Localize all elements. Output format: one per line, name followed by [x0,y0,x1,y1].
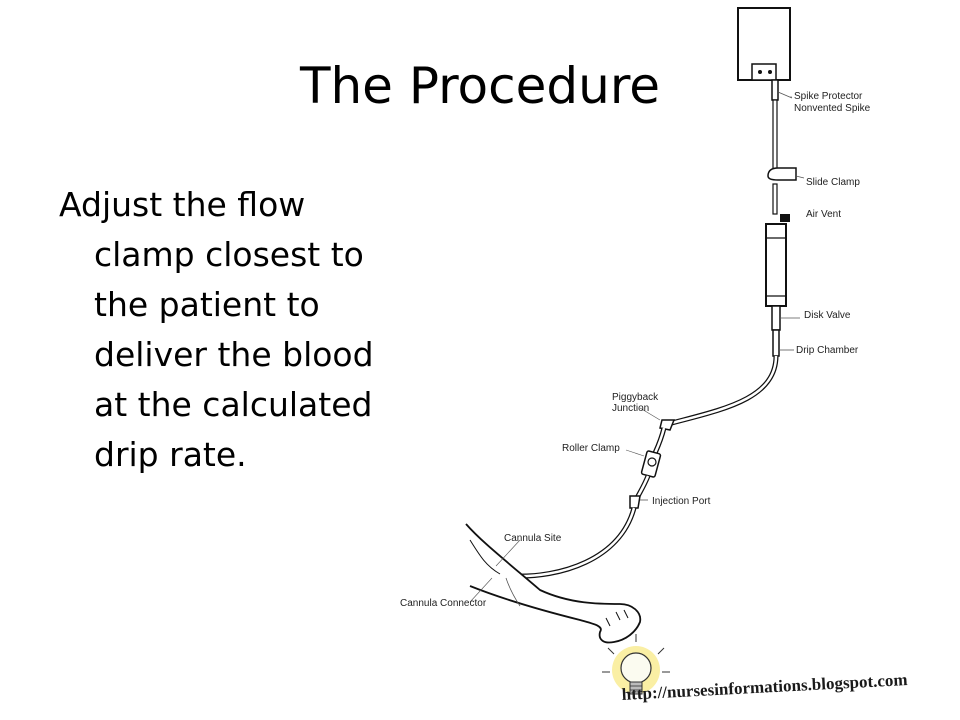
air-vent [780,214,790,222]
label-disk-valve: Disk Valve [804,310,851,321]
slide-body: Adjust the flow clamp closest to the pat… [59,180,409,480]
body-line: drip rate. [94,435,247,474]
filter-chamber [765,223,787,307]
body-line: deliver the blood [94,335,374,374]
disk-valve [771,305,781,331]
drip-chamber [772,329,780,357]
watermark-url: http://nursesinformations.blogspot.com [621,670,908,704]
label-roller-clamp: Roller Clamp [562,443,620,454]
piggyback-junction [659,419,676,431]
label-slide-clamp: Slide Clamp [806,177,860,188]
label-spike-protector: Spike Protector [794,91,863,102]
patient-arm [465,523,642,644]
body-line: at the calculated [94,385,373,424]
label-cannula-connector: Cannula Connector [400,598,487,609]
label-nonvented-spike: Nonvented Spike [794,103,871,114]
label-cannula-site: Cannula Site [504,533,562,544]
label-junction: Junction [612,403,649,414]
slide-clamp [767,167,797,181]
injection-port [629,495,641,509]
lightbulb-icon [602,634,670,695]
label-injection-port: Injection Port [652,496,711,507]
label-piggyback: Piggyback [612,392,659,403]
label-air-vent: Air Vent [806,209,841,220]
slide-title: The Procedure [299,57,661,115]
body-line: clamp closest to [94,235,364,274]
body-line: Adjust the flow [59,185,306,224]
label-drip-chamber: Drip Chamber [796,345,859,356]
body-line: the patient to [94,285,320,324]
